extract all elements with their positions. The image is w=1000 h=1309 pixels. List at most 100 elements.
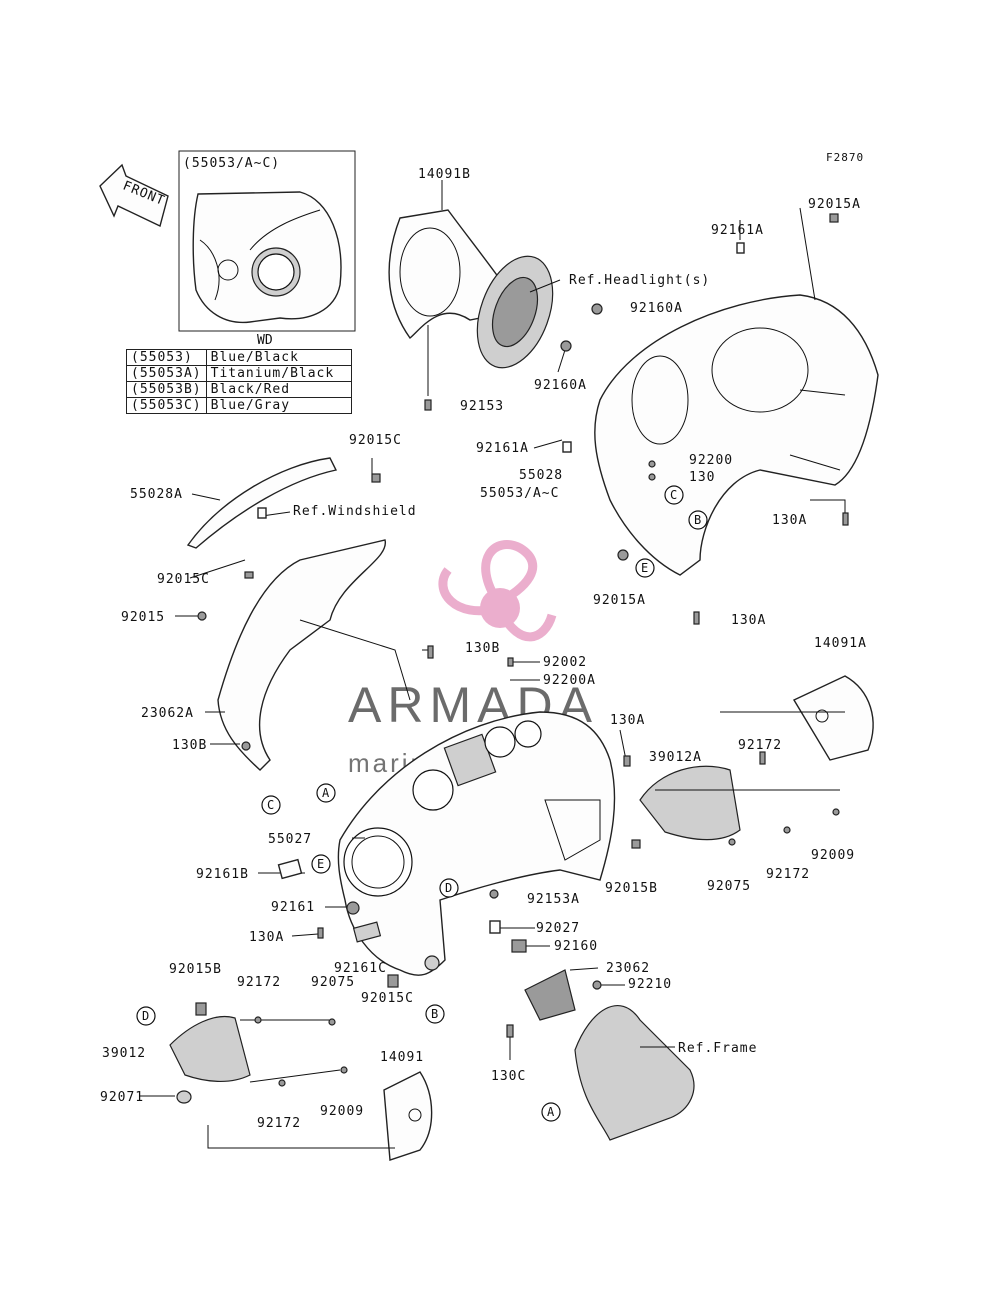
part-label: Ref.Headlight(s)	[569, 273, 710, 288]
table-row: (55053) Blue/Black	[126, 349, 352, 366]
color-code: (55053A)	[126, 365, 207, 382]
part-labels: 14091B 92015A 92161A Ref.Headlight(s) 92…	[100, 167, 867, 1131]
part-label: 92210	[628, 977, 672, 992]
part-label: 92161A	[476, 441, 529, 456]
part-label: 92015B	[605, 881, 658, 896]
part-label: 92161C	[334, 961, 387, 976]
part-label: 92172	[766, 867, 810, 882]
color-name: Blue/Black	[205, 349, 352, 366]
part-label: 92172	[237, 975, 281, 990]
part-label: 92160	[554, 939, 598, 954]
part-label: 92009	[811, 848, 855, 863]
speaker-right	[639, 765, 741, 841]
color-name: Blue/Gray	[205, 397, 352, 414]
part-label: 92172	[257, 1116, 301, 1131]
callout-e: E	[311, 854, 331, 874]
part-label: 92009	[320, 1104, 364, 1119]
part-label: 130C	[491, 1069, 526, 1084]
svg-text:D: D	[445, 881, 452, 895]
speaker-grill-right	[793, 675, 874, 761]
part-label: 39012	[102, 1046, 146, 1061]
part-label: 55027	[268, 832, 312, 847]
part-label: 92161B	[196, 867, 249, 882]
color-code: (55053C)	[126, 397, 207, 414]
svg-text:D: D	[142, 1009, 149, 1023]
fasteners	[176, 213, 849, 1104]
part-label: 14091A	[814, 636, 867, 651]
part-label: 23062A	[141, 706, 194, 721]
color-table: (55053) Blue/Black (55053A) Titanium/Bla…	[126, 349, 352, 414]
table-row: (55053A) Titanium/Black	[126, 365, 352, 382]
inset-fairing-drawing	[192, 191, 342, 324]
color-name: Titanium/Black	[205, 365, 352, 382]
part-label: 92075	[707, 879, 751, 894]
callout-b: B	[425, 1004, 445, 1024]
fairing-bracket	[217, 539, 411, 771]
table-row: (55053C) Blue/Gray	[126, 397, 352, 414]
headlight-unit	[476, 255, 554, 369]
part-label: 130B	[172, 738, 207, 753]
callout-c: C	[261, 795, 281, 815]
part-label: 55028A	[130, 487, 183, 502]
table-row: (55053B) Black/Red	[126, 381, 352, 398]
part-label: 92075	[311, 975, 355, 990]
part-label: 92015C	[361, 991, 414, 1006]
svg-text:A: A	[547, 1105, 555, 1119]
part-label: 92015	[121, 610, 165, 625]
inset-title: (55053/A~C)	[183, 156, 281, 171]
part-label: 92015C	[157, 572, 210, 587]
part-label: 92002	[543, 655, 587, 670]
callout-d: D	[439, 878, 459, 898]
svg-text:A: A	[322, 786, 330, 800]
part-label: 39012A	[649, 750, 702, 765]
part-label: 55028	[519, 468, 563, 483]
svg-text:E: E	[317, 857, 324, 871]
svg-text:B: B	[431, 1007, 438, 1021]
part-label: 92015C	[349, 433, 402, 448]
part-label: 130A	[731, 613, 766, 628]
part-label: 92200	[689, 453, 733, 468]
frame-section	[574, 1005, 695, 1141]
speaker-grill-left	[383, 1071, 433, 1161]
color-name: Black/Red	[205, 381, 352, 398]
part-label: 92015A	[593, 593, 646, 608]
part-label: 55053/A~C	[480, 486, 559, 501]
part-label: 92161A	[711, 223, 764, 238]
support-bracket	[524, 969, 576, 1021]
part-label: 92015B	[169, 962, 222, 977]
windshield-trim	[186, 457, 338, 549]
part-label: 92172	[738, 738, 782, 753]
part-label: 92153	[460, 399, 504, 414]
part-label: 92015A	[808, 197, 861, 212]
speaker-left	[169, 1016, 251, 1083]
callout-b: B	[688, 510, 708, 530]
callout-a: A	[316, 783, 336, 803]
svg-text:B: B	[694, 513, 701, 527]
part-label: 92161	[271, 900, 315, 915]
svg-text:C: C	[267, 798, 274, 812]
color-table-title: WD	[257, 333, 273, 348]
part-label: 92160A	[630, 301, 683, 316]
part-label: 92071	[100, 1090, 144, 1105]
inner-fairing	[337, 711, 616, 976]
part-label: 14091	[380, 1050, 424, 1065]
callout-a: A	[541, 1102, 561, 1122]
part-label: 92153A	[527, 892, 580, 907]
callout-e: E	[635, 558, 655, 578]
svg-text:C: C	[670, 488, 677, 502]
part-label: Ref.Windshield	[293, 504, 417, 519]
part-label: 92160A	[534, 378, 587, 393]
part-label: 130A	[772, 513, 807, 528]
part-label: 130	[689, 470, 715, 485]
callout-circles: C B E C A E D D B A	[136, 485, 708, 1122]
outer-fairing	[594, 294, 879, 576]
color-code: (55053B)	[126, 381, 207, 398]
part-label: 23062	[606, 961, 650, 976]
part-label: 92027	[536, 921, 580, 936]
inset-box	[178, 150, 356, 332]
part-label: 130B	[465, 641, 500, 656]
part-label: 92200A	[543, 673, 596, 688]
part-label: Ref.Frame	[678, 1041, 757, 1056]
propeller-icon	[438, 540, 557, 642]
